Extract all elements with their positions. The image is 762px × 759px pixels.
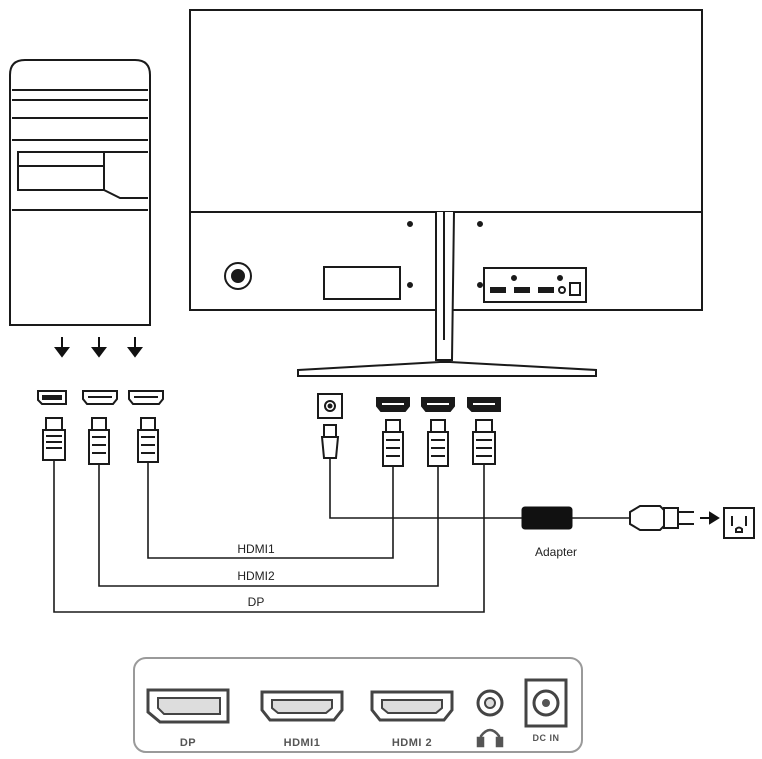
monitor-rear-port-block — [483, 267, 587, 303]
dp-cable-label: DP — [248, 595, 265, 609]
pc-hdmi-port-icon — [82, 390, 118, 405]
dp-plug-icon — [42, 417, 66, 461]
monitor-plugs — [320, 419, 496, 467]
hdmi1-cable — [147, 462, 394, 559]
panel-dc-in-port-icon — [524, 678, 568, 728]
panel-hdmi2-port-icon — [370, 690, 454, 722]
dc-in-port-icon — [317, 393, 343, 419]
power-adapter-icon — [521, 506, 573, 530]
down-arrows — [54, 337, 143, 358]
panel-dp-port-icon — [146, 688, 230, 724]
monitor-input-ports — [317, 393, 501, 419]
hdmi-plug-icon — [382, 419, 404, 467]
pc-tower — [9, 59, 151, 326]
monitor — [189, 9, 703, 377]
monitor-hdmi2-port-icon — [421, 397, 455, 412]
dp-plug-icon — [472, 419, 496, 465]
adapter-label: Adapter — [535, 545, 577, 559]
cables — [53, 458, 630, 613]
ac-plug-icon — [629, 505, 694, 531]
arrow-right-icon — [700, 511, 720, 525]
dp-cable — [53, 460, 485, 613]
hdmi-plug-icon — [427, 419, 449, 467]
panel-dp-label: DP — [180, 737, 196, 749]
power-cable — [329, 458, 522, 519]
arrow-down-icon — [91, 337, 107, 358]
panel-hdmi1-label: HDMI1 — [284, 737, 321, 749]
panel-hdmi2-label: HDMI 2 — [392, 737, 432, 749]
hdmi-plug-icon — [88, 417, 110, 465]
hdmi2-cable-label: HDMI2 — [237, 569, 275, 583]
pc-ports — [37, 390, 164, 405]
panel-dc-in-label: DC IN — [533, 733, 560, 743]
pc-plugs — [42, 417, 159, 465]
hdmi2-cable — [98, 464, 439, 587]
pc-dp-port-icon — [37, 390, 67, 405]
panel-hdmi1-port-icon — [260, 690, 344, 722]
pc-hdmi-port-icon — [128, 390, 164, 405]
arrow-down-icon — [54, 337, 70, 358]
port-panel: DP HDMI1 HDMI 2 DC IN — [133, 657, 583, 753]
monitor-dp-port-icon — [467, 397, 501, 412]
power-button-icon — [224, 262, 252, 290]
dc-plug-icon — [320, 424, 340, 459]
hdmi1-cable-label: HDMI1 — [237, 542, 275, 556]
hdmi-plug-icon — [137, 417, 159, 463]
wall-outlet-icon — [723, 507, 755, 539]
headphone-icon — [476, 728, 504, 748]
arrow-down-icon — [127, 337, 143, 358]
panel-audio-jack-icon — [476, 689, 504, 717]
monitor-hdmi1-port-icon — [376, 397, 410, 412]
